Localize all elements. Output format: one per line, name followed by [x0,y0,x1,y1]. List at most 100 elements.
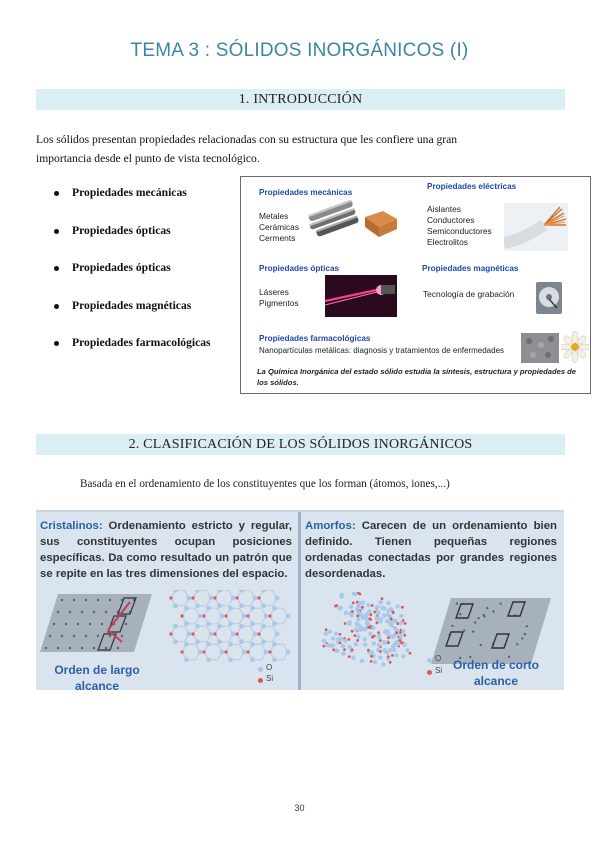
box-item: Conductores [427,215,475,225]
oxygen-atom [355,617,361,622]
lattice-point [507,655,511,659]
lattice-point [80,610,84,614]
oxygen-atom [353,627,359,632]
lattice-point [100,622,104,626]
lattice-point [486,606,489,610]
lattice-point [108,634,112,638]
silicon-atom [324,628,328,632]
oxygen-atom [398,620,404,626]
caption-line: alcance [473,674,519,688]
oxygen-atom [206,657,211,662]
oxygen-atom [381,613,387,618]
cristalinos-key: Cristalinos: [40,520,103,532]
lattice-point [472,630,475,633]
caption-line: Orden de largo [54,663,140,677]
caption-line: Orden de corto [452,658,539,672]
box-item: Tecnología de grabación [423,289,515,299]
oxygen-atom [401,629,406,634]
oxygen-atom [263,613,269,619]
oxygen-atom [285,613,291,619]
amorphous-network-diagram [321,592,551,667]
silicon-atom [268,614,272,618]
oxygen-atom [388,607,394,612]
silicon-atom [378,639,382,642]
oxygen-atom [335,648,340,653]
silicon-atom [368,617,372,621]
list-item: Propiedades ópticas [54,224,244,262]
oxygen-atom [392,626,398,631]
lattice-point [459,656,462,660]
box-heading-mecanicas: Propiedades mecánicas [259,188,353,197]
oxygen-atom [228,621,233,627]
oxygen-atom [217,623,222,629]
silicon-atom [388,660,392,664]
silicon-atom [169,596,173,600]
oxygen-atom [382,640,387,645]
oxygen-atom [347,620,352,625]
oxygen-atom [371,625,376,631]
silicon-atom [224,650,228,654]
oxygen-legend-label: O [266,663,273,672]
box-item: Aislantes [427,204,461,214]
oxygen-atom [228,657,233,662]
oxygen-atom [386,656,391,661]
silicon-atom [191,632,195,636]
oxygen-atom [206,621,211,627]
oxygen-atom [356,610,361,615]
lattice-point [482,613,485,617]
lattice-point [72,634,76,638]
silicon-atom [257,596,261,600]
lattice-point [92,646,96,650]
lattice-point [44,646,48,650]
lattice-point [48,634,52,638]
box-list-mecanicas: Metales Cerámicas Cerments [259,211,299,244]
silicon-atom [268,650,272,654]
lattice-point [80,646,84,650]
lattice-point [479,643,482,647]
lattice-point [84,634,88,638]
lattice-point [116,646,120,650]
silicon-atom [338,641,342,645]
lattice-point [516,643,519,646]
silicon-atom [356,614,360,618]
silicon-atom [401,619,405,622]
lattice-point [477,617,480,620]
silicon-atom [387,641,390,644]
oxygen-atom [354,622,359,627]
silicon-legend-dot [258,678,263,683]
oxygen-atom [263,649,269,655]
silicon-atom [235,596,239,600]
silicon-atom [398,639,402,642]
amorfos-text: Carecen de un ordenamiento bien definido… [305,520,557,580]
oxygen-atom [351,655,356,660]
box-item: Cerments [259,233,296,243]
silicon-atom [369,660,373,663]
oxygen-atom [219,613,225,619]
oxygen-atom [335,637,341,642]
silicon-atom [350,629,354,633]
silicon-atom [386,655,390,658]
silicon-atom [403,634,407,637]
oxygen-atom [206,641,211,647]
oxygen-atom [391,644,396,649]
cristalinos-caption: Orden de largo alcance [42,662,152,690]
oxygen-legend-dot [258,667,263,672]
panel-divider [298,512,301,690]
oxygen-atom [356,634,361,639]
oxygen-atom [230,595,236,601]
properties-figure: Propiedades mecánicas Metales Cerámicas … [240,176,591,394]
lattice-point [455,602,459,605]
oxygen-atom [272,641,277,647]
list-item: Propiedades magnéticas [54,299,244,337]
oxygen-atom [261,603,266,609]
silicon-atom [403,622,407,625]
oxygen-atom [390,634,395,639]
oxygen-atom [399,613,404,619]
silicon-atom [343,622,347,625]
oxygen-atom [359,658,365,663]
box-heading-farmacologicas: Propiedades farmacológicas [259,334,371,343]
oxygen-atom [195,590,200,593]
oxygen-atom [347,644,352,650]
oxygen-atom [274,595,280,601]
silicon-atom [369,613,373,617]
